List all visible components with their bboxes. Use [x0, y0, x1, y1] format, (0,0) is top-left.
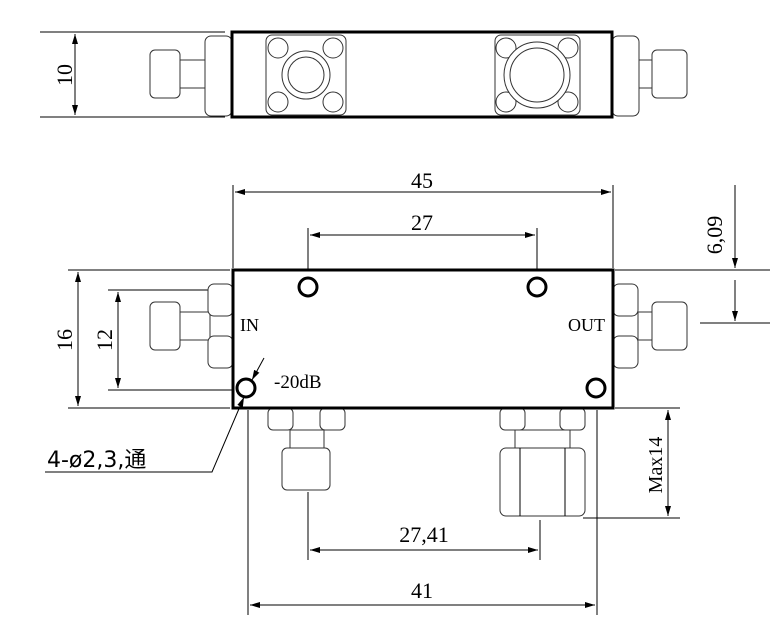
mounting-hole	[297, 276, 319, 298]
dimension-10-label: 10	[52, 64, 77, 86]
mounting-hole	[235, 377, 257, 399]
dimension-16-label: 16	[52, 329, 77, 351]
right-connector-top	[611, 35, 688, 117]
body-front	[231, 268, 615, 410]
top-view	[40, 30, 688, 119]
out-connector	[612, 283, 688, 369]
termination-connector	[499, 407, 586, 517]
front-view	[45, 185, 770, 615]
dimension-12-label: 12	[92, 329, 117, 351]
in-connector	[149, 283, 234, 369]
out-port-label: OUT	[568, 315, 605, 335]
dimension-27-41-label: 27,41	[399, 522, 449, 547]
coupled-connector	[267, 407, 346, 491]
in-port-label: IN	[240, 315, 259, 335]
coupling-label: -20dB	[274, 372, 322, 393]
mounting-hole	[585, 377, 607, 399]
dimension-max14-label: Max14	[645, 437, 667, 494]
mounting-hole	[526, 276, 548, 298]
dimension-45-label: 45	[411, 168, 433, 193]
dimension-27-label: 27	[411, 210, 433, 235]
flange-connector-right	[494, 34, 581, 116]
left-connector-top	[149, 35, 233, 117]
dimension-41-label: 41	[411, 578, 433, 603]
dimension-6-09-label: 6,09	[702, 216, 727, 255]
hole-note-label: 4-ø2,3,通	[47, 448, 146, 473]
flange-connector-left	[265, 34, 347, 116]
hole-note-leader	[45, 396, 245, 473]
